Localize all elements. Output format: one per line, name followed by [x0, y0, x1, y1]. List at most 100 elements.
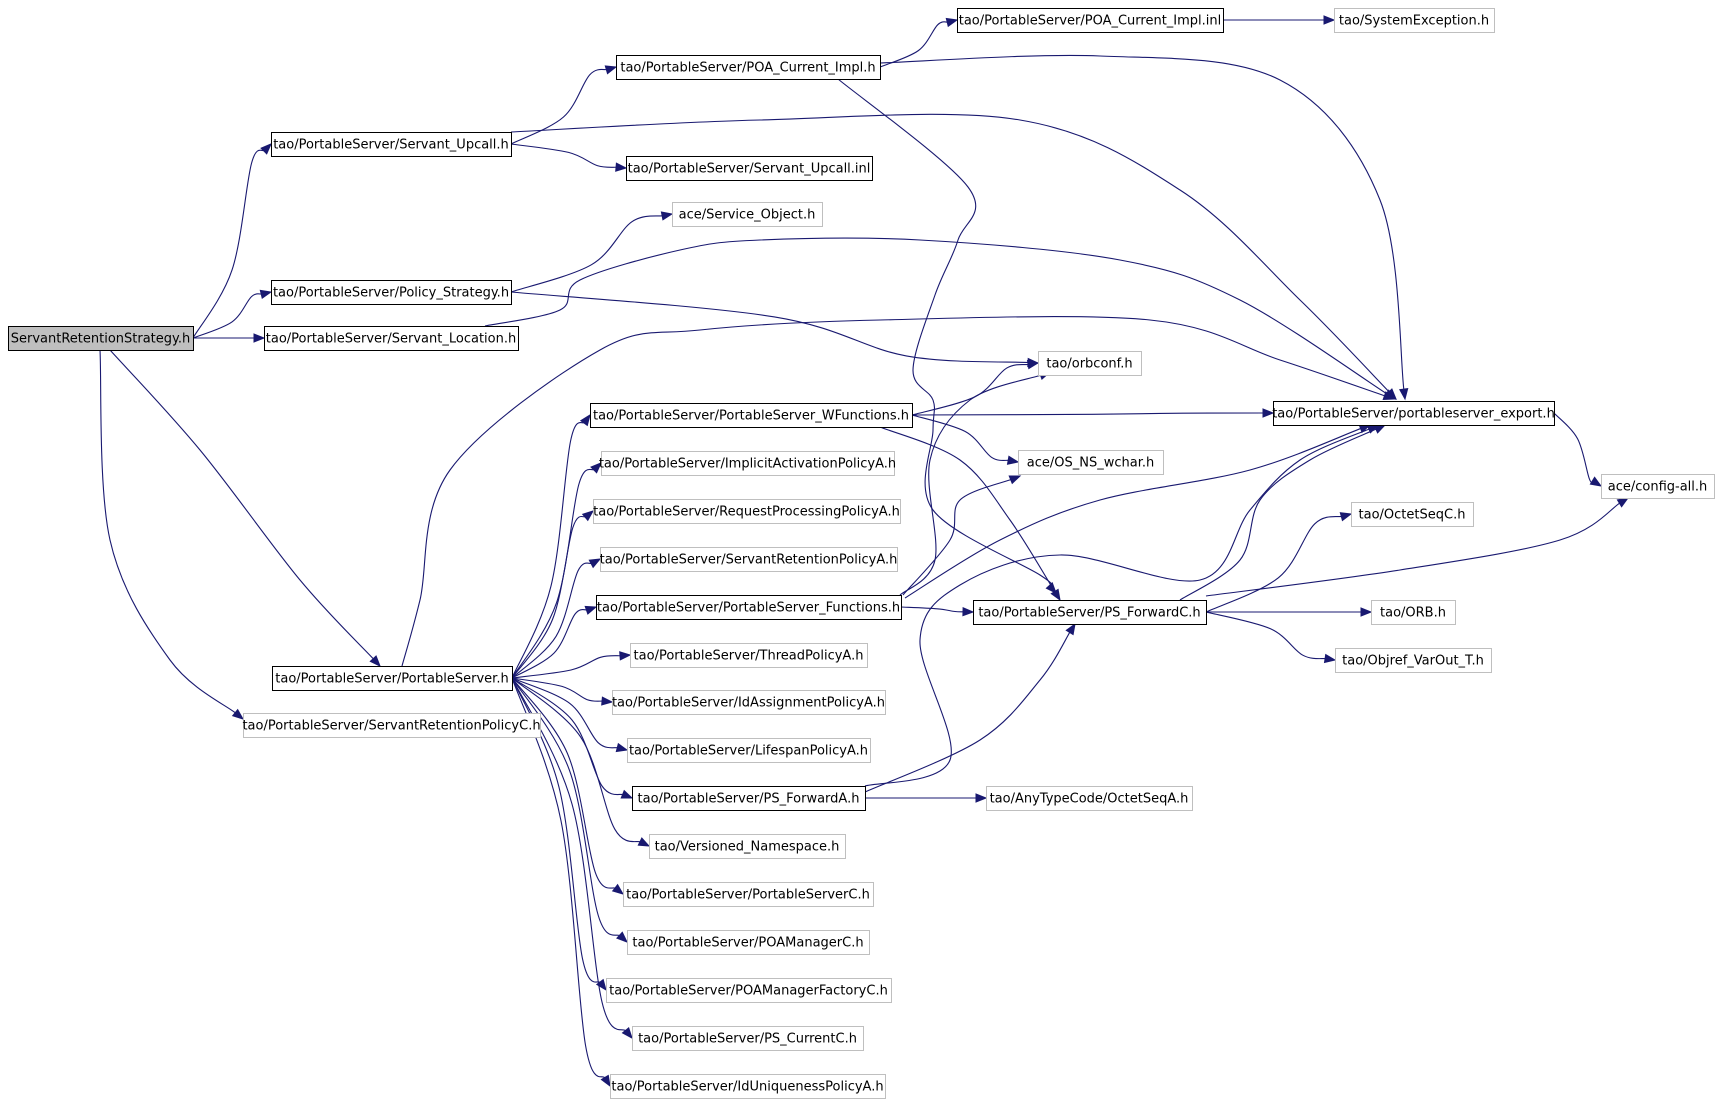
edge-psfa-to-octa	[864, 793, 988, 803]
edge-funcs-to-wchar	[902, 475, 1022, 596]
node-box	[957, 8, 1224, 33]
node-box	[1351, 502, 1474, 527]
node-box	[606, 978, 892, 1003]
edge-line	[511, 677, 604, 702]
node-orbconf[interactable]: tao/orbconf.h	[1038, 351, 1142, 376]
node-label: tao/PortableServer/LifespanPolicyA.h	[629, 744, 868, 759]
arrowhead-icon	[604, 65, 618, 75]
arrowhead-icon	[1360, 607, 1373, 617]
node-label: tao/SystemException.h	[1339, 14, 1489, 29]
node-label: tao/PortableServer/PS_ForwardC.h	[978, 606, 1200, 621]
node-tpa[interactable]: tao/PortableServer/ThreadPolicyA.h	[630, 643, 868, 668]
node-psc[interactable]: tao/PortableServer/PortableServerC.h	[623, 882, 874, 907]
node-wfunc[interactable]: tao/PortableServer/PortableServer_WFunct…	[590, 403, 913, 428]
arrowhead-icon	[945, 17, 959, 28]
arrowhead-icon	[1616, 497, 1630, 508]
node-octc[interactable]: tao/OctetSeqC.h	[1351, 502, 1474, 527]
node-lspa[interactable]: tao/PortableServer/LifespanPolicyA.h	[627, 738, 871, 763]
edge-root-to-ps_strat	[192, 289, 273, 339]
arrowhead-icon	[1339, 512, 1353, 522]
node-box	[8, 326, 194, 351]
edge-line	[902, 478, 1012, 596]
node-srpa[interactable]: tao/PortableServer/ServantRetentionPolic…	[600, 547, 898, 572]
arrowhead-icon	[1399, 388, 1409, 401]
node-config[interactable]: ace/config-all.h	[1601, 474, 1715, 499]
node-psfc[interactable]: tao/PortableServer/PS_ForwardC.h	[973, 600, 1207, 625]
node-funcs[interactable]: tao/PortableServer/PortableServer_Functi…	[596, 595, 902, 620]
node-box	[596, 595, 902, 620]
node-su_inl[interactable]: tao/PortableServer/Servant_Upcall.inl	[626, 156, 873, 181]
arrowhead-icon	[962, 606, 975, 617]
edge-line	[109, 349, 375, 660]
edge-ps-to-tpa	[511, 651, 632, 679]
edge-line	[511, 677, 617, 890]
node-label: tao/AnyTypeCode/OctetSeqA.h	[990, 792, 1189, 807]
node-pscc[interactable]: tao/PortableServer/PS_CurrentC.h	[632, 1026, 864, 1051]
node-label: tao/PortableServer/PS_CurrentC.h	[638, 1032, 857, 1047]
edge-line	[1553, 412, 1594, 484]
node-psfa[interactable]: tao/PortableServer/PS_ForwardA.h	[632, 786, 866, 811]
node-ps[interactable]: tao/PortableServer/PortableServer.h	[272, 666, 513, 691]
edge-psfc-to-objref	[1205, 611, 1337, 664]
edge-ps-to-lspa	[511, 677, 629, 753]
node-poa_inl[interactable]: tao/PortableServer/POA_Current_Impl.inl	[957, 8, 1224, 33]
arrowhead-icon	[637, 837, 651, 847]
node-poamc[interactable]: tao/PortableServer/POAManagerC.h	[627, 930, 870, 955]
node-octa[interactable]: tao/AnyTypeCode/OctetSeqA.h	[986, 786, 1193, 811]
arrowhead-icon	[1050, 588, 1061, 602]
node-box	[973, 600, 1207, 625]
arrowhead-icon	[1006, 455, 1020, 465]
node-label: tao/PortableServer/POA_Current_Impl.h	[620, 61, 875, 76]
node-ps_strat[interactable]: tao/PortableServer/Policy_Strategy.h	[271, 280, 512, 305]
node-label: tao/PortableServer/POAManagerC.h	[632, 936, 863, 951]
node-box	[1273, 401, 1555, 426]
node-srpc[interactable]: tao/PortableServer/ServantRetentionPolic…	[242, 713, 541, 738]
edge-root-to-srpc	[99, 349, 245, 720]
edge-line	[1179, 428, 1378, 601]
arrowhead-icon	[260, 143, 272, 155]
edge-line	[1205, 611, 1327, 660]
arrowhead-icon	[1008, 475, 1022, 485]
node-su[interactable]: tao/PortableServer/Servant_Upcall.h	[271, 132, 512, 157]
node-vns[interactable]: tao/Versioned_Namespace.h	[649, 834, 846, 859]
node-label: tao/PortableServer/PortableServer.h	[275, 672, 508, 687]
node-label: tao/ORB.h	[1380, 606, 1446, 621]
node-sysexc[interactable]: tao/SystemException.h	[1334, 8, 1495, 33]
arrowhead-icon	[975, 793, 988, 803]
node-label: ace/config-all.h	[1608, 480, 1708, 495]
node-box	[1334, 8, 1495, 33]
node-poa_impl[interactable]: tao/PortableServer/POA_Current_Impl.h	[616, 55, 881, 80]
node-box	[632, 1026, 864, 1051]
edge-line	[511, 562, 593, 679]
edge-line	[899, 374, 1042, 596]
edge-psfc-to-export	[1179, 424, 1387, 601]
node-iapa[interactable]: tao/PortableServer/ImplicitActivationPol…	[599, 451, 896, 476]
edge-line	[510, 291, 1030, 364]
edge-ps-to-iapa	[511, 462, 602, 679]
node-sl[interactable]: tao/PortableServer/Servant_Location.h	[264, 326, 519, 351]
edge-line	[911, 414, 1010, 462]
node-idapa[interactable]: tao/PortableServer/IdAssignmentPolicyA.h	[612, 690, 886, 715]
edge-wfunc-to-export	[911, 408, 1275, 418]
arrowhead-icon	[231, 708, 245, 720]
arrowhead-icon	[615, 162, 628, 172]
arrowhead-icon	[1373, 424, 1387, 434]
edge-root-to-ps	[109, 349, 381, 667]
arrowhead-icon	[590, 462, 602, 474]
node-wchar[interactable]: ace/OS_NS_wchar.h	[1018, 450, 1164, 475]
edge-psfc-to-orbh	[1206, 607, 1373, 617]
node-poamfc[interactable]: tao/PortableServer/POAManagerFactoryC.h	[606, 978, 892, 1003]
node-box	[986, 786, 1193, 811]
node-orbh[interactable]: tao/ORB.h	[1371, 600, 1456, 625]
arrowhead-icon	[579, 413, 591, 427]
node-svcobj[interactable]: ace/Service_Object.h	[672, 202, 823, 227]
edge-psfa-to-psfc	[864, 622, 1076, 793]
node-export[interactable]: tao/PortableServer/portableserver_export…	[1272, 401, 1555, 426]
edge-line	[510, 113, 1391, 393]
edge-line	[511, 677, 619, 749]
node-rppa[interactable]: tao/PortableServer/RequestProcessingPoli…	[593, 499, 901, 524]
edge-line	[904, 427, 1362, 599]
node-objref[interactable]: tao/Objref_VarOut_T.h	[1335, 648, 1492, 673]
edge-line	[484, 237, 1388, 395]
node-idupa[interactable]: tao/PortableServer/IdUniquenessPolicyA.h	[610, 1074, 886, 1099]
